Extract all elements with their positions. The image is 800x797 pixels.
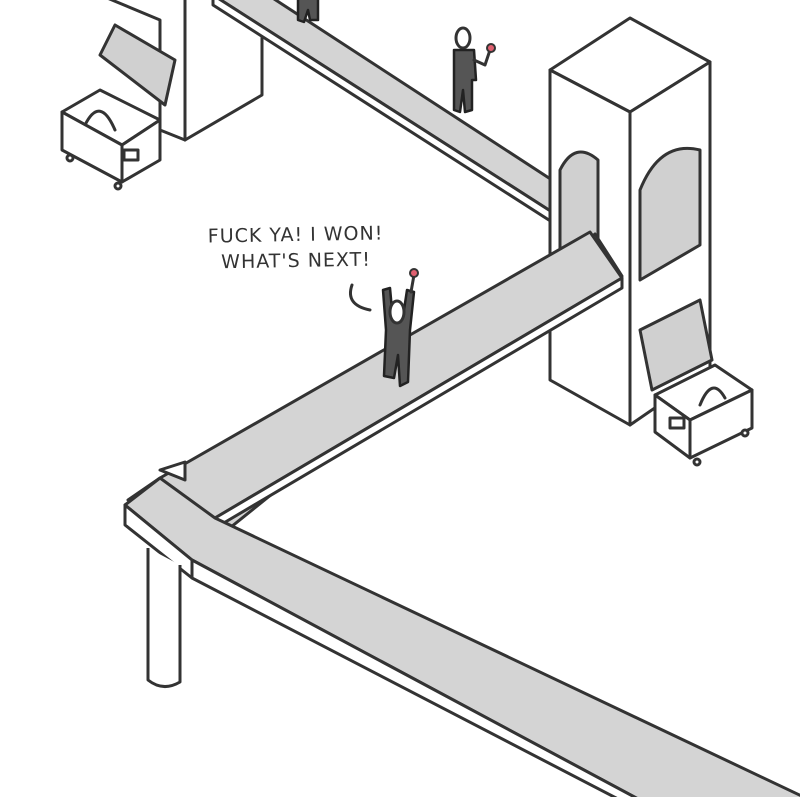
speech-line-1: FUCK YA! I WON! [207,222,384,248]
conveyor-belt-top [211,0,554,224]
speech-line-2: WHAT'S NEXT! [221,248,372,274]
support-pillar [146,548,182,688]
figure-top-partial [296,0,320,24]
dumpster-left [60,23,177,191]
figure-holding-flower [452,26,496,114]
speech-bubble-text: FUCK YA! I WON! WHAT'S NEXT! [208,220,384,275]
dumpster-right [638,298,754,467]
conveyor-belt-bottom [123,460,800,797]
upper-tower [108,0,264,142]
figure-cheering [349,268,419,388]
